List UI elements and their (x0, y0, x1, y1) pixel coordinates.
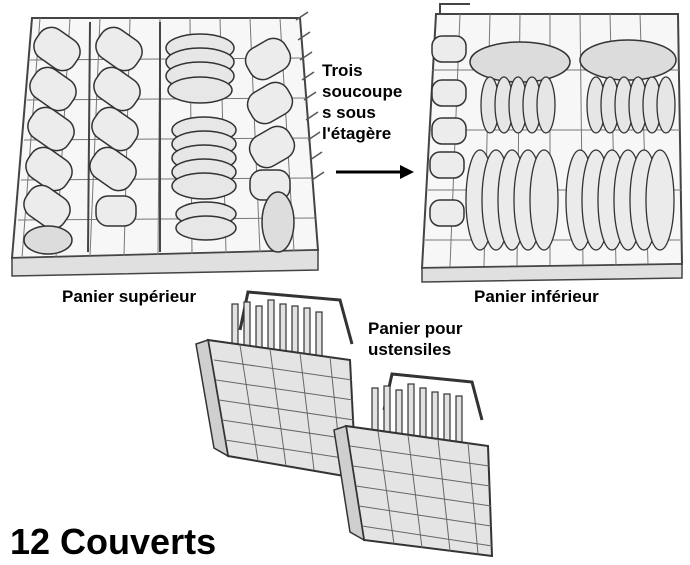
utensil-basket-right (333, 372, 494, 558)
saucers-note-line-4: l'étagère (322, 124, 392, 143)
utensil-basket-label-line-1: Panier pour (368, 319, 463, 338)
saucers-note: Trois soucoupe s sous l'étagère (322, 60, 412, 144)
utensil-basket-label-line-2: ustensiles (368, 340, 452, 359)
upper-rack-illustration (10, 11, 325, 277)
lower-rack-label: Panier inférieur (474, 287, 599, 306)
page-title: 12 Couverts (10, 521, 217, 562)
upper-rack-label: Panier supérieur (62, 287, 197, 306)
lower-rack-illustration (420, 3, 684, 283)
utensil-basket-label: Panier pour ustensiles (368, 318, 488, 360)
arrow-right-icon (336, 165, 414, 179)
saucers-note-line-1: Trois (322, 61, 363, 80)
utensil-basket-left (195, 290, 358, 480)
saucers-note-line-3: s sous (322, 103, 376, 122)
saucers-note-line-2: soucoupe (322, 82, 403, 101)
